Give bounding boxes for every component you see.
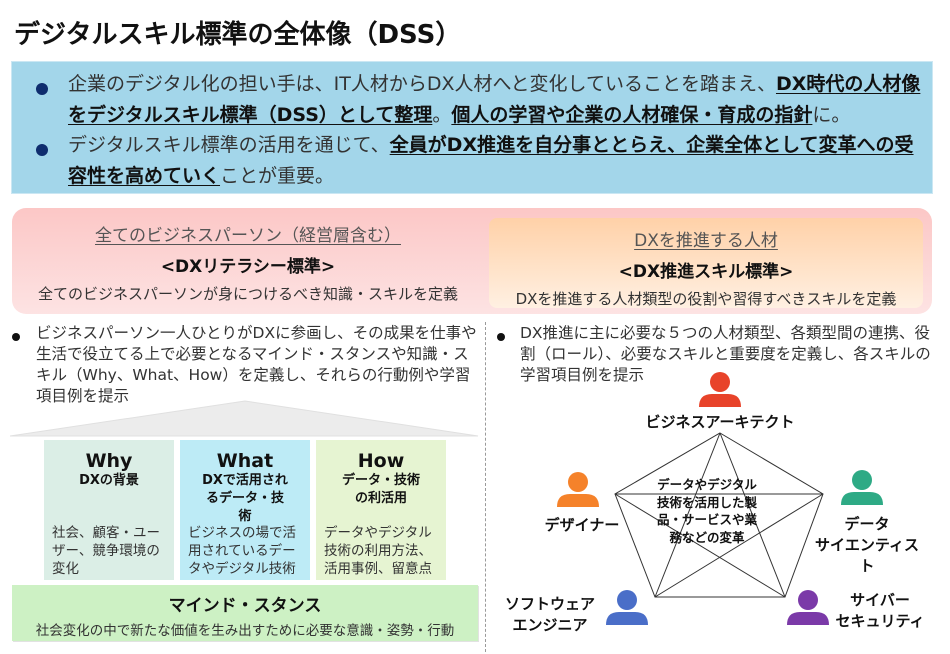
pentagon-lines: [614, 432, 824, 598]
bullet-icon: [12, 333, 20, 341]
section-divider: [485, 322, 486, 652]
body-text: 企業のデジタル化の担い手は、IT人材からDX人材へと変化していることを踏まえ、: [68, 73, 776, 95]
promotion-description: DX推進に主に必要な５つの人材類型、各類型間の連携、役割（ロール）、必要なスキル…: [520, 324, 931, 384]
transformation-center-text: データやデジタル技術を活用した製品・サービスや業務などの変革: [656, 477, 757, 545]
summary-box: 企業のデジタル化の担い手は、IT人材からDX人材へと変化していることを踏まえ、D…: [11, 61, 933, 194]
body-text: デジタルスキル標準の活用を通じて、: [68, 134, 390, 156]
mind-stance-foundation: マインド・スタンス 社会変化の中で新たな価値を生み出すために必要な意識・姿勢・行…: [12, 585, 478, 641]
summary-bullet-2: デジタルスキル標準の活用を通じて、全員がDX推進を自分事ととらえ、企業全体として…: [68, 130, 928, 192]
promotion-standard-name: <DX推進スキル標準>: [618, 262, 794, 282]
role-business-architect: ビジネスアーキテクト: [645, 413, 795, 431]
pillar-body: ビジネスの場で活用されているデータやデジタル技術: [188, 525, 296, 577]
pillar-subtitle: DXの背景: [79, 473, 139, 488]
pillar-subtitle: データ・技術の利活用: [341, 473, 420, 506]
literacy-standard-name: <DXリテラシー標準>: [160, 257, 336, 277]
bullet-icon: [36, 144, 48, 156]
role-designer: デザイナー: [544, 516, 620, 534]
pillar-what: What DXで活用されるデータ・技術 ビジネスの場で活用されているデータやデジ…: [180, 440, 310, 580]
pillar-title: Why: [85, 450, 133, 472]
pillar-title: What: [216, 450, 274, 472]
emphasis-text: 全員がDX推進を自分事ととらえ、企業全体として変革への受容性を高めていく: [68, 134, 914, 187]
pillar-body: 社会、顧客・ユーザー、競争環境の変化: [52, 525, 160, 577]
pillar-how: How データ・技術の利活用 データやデジタル技術の利用方法、活用事例、留意点: [316, 440, 446, 580]
pillar-body: データやデジタル技術の利用方法、活用事例、留意点: [324, 525, 432, 577]
emphasis-text: 個人の学習や企業の人材確保・育成の指針: [451, 104, 813, 126]
person-icon-software-engineer: [606, 590, 648, 625]
literacy-standard-box: 全てのビジネスパーソン（経営層含む） <DXリテラシー標準> 全てのビジネスパー…: [28, 213, 468, 311]
emphasis-text: DX時代の人材像をデジタルスキル標準（DSS）として整理: [68, 73, 921, 126]
person-icon-cyber-security: [787, 590, 829, 625]
pillar-title: How: [357, 450, 405, 472]
summary-bullet-1: 企業のデジタル化の担い手は、IT人材からDX人材へと変化していることを踏まえ、D…: [68, 69, 928, 131]
person-icon-data-scientist: [841, 470, 883, 505]
bullet-icon: [497, 333, 505, 341]
promotion-standard-box: DXを推進する人材 <DX推進スキル標準> DXを推進する人材類型の役割や習得す…: [489, 218, 923, 308]
promotion-target: DXを推進する人材: [634, 231, 778, 251]
role-cyber-security: サイバーセキュリティ: [835, 591, 925, 630]
pillar-why: Why DXの背景 社会、顧客・ユーザー、競争環境の変化: [44, 440, 174, 580]
literacy-definition: 全てのビジネスパーソンが身につけるべき知識・スキルを定義: [37, 285, 458, 303]
literacy-target: 全てのビジネスパーソン（経営層含む）: [95, 226, 401, 246]
bullet-icon: [36, 83, 48, 95]
role-software-engineer: ソフトウェアエンジニア: [504, 595, 595, 634]
roof-shape: [10, 400, 479, 437]
person-icon-business-architect: [699, 372, 741, 407]
page-title: デジタルスキル標準の全体像（DSS）: [14, 20, 462, 50]
promotion-definition: DXを推進する人材類型の役割や習得すべきスキルを定義: [515, 290, 897, 308]
person-icon-designer: [557, 472, 599, 507]
foundation-description: 社会変化の中で新たな価値を生み出すために必要な意識・姿勢・行動: [35, 623, 455, 639]
literacy-description: ビジネスパーソン一人ひとりがDXに参画し、その成果を仕事や生活で役立てる上で必要…: [36, 324, 477, 405]
body-text: 。: [432, 104, 452, 126]
role-data-scientist: データサイエンティスト: [815, 515, 919, 575]
body-text: に。: [812, 104, 851, 126]
pillar-subtitle: DXで活用されるデータ・技術: [202, 473, 288, 524]
body-text: ことが重要。: [220, 165, 335, 187]
foundation-title: マインド・スタンス: [168, 596, 322, 616]
